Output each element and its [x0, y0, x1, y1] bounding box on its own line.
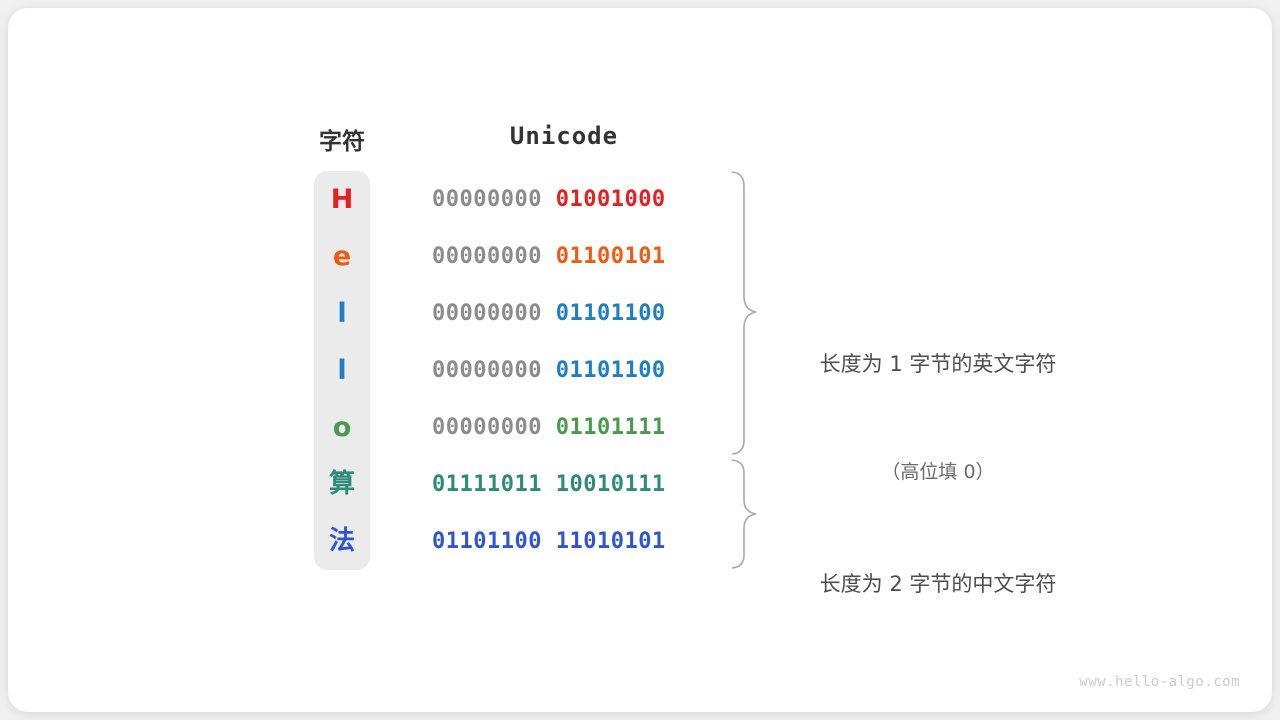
low-byte: 10010111: [555, 472, 666, 497]
watermark: www.hello-algo.com: [1079, 674, 1240, 690]
high-byte: 00000000: [432, 187, 542, 212]
high-byte: 01101100: [432, 529, 542, 554]
byte-separator: [542, 301, 556, 326]
annotation-double-byte: 长度为 2 字节的中文字符: [768, 494, 1108, 674]
brace-path: [731, 171, 757, 455]
column-header-unicode: Unicode: [509, 122, 619, 150]
high-byte: 00000000: [432, 415, 542, 440]
character-column-background: [314, 171, 370, 570]
brace-single-byte-group: [731, 171, 757, 455]
encoding-row: o 00000000 01101111: [8, 399, 1272, 456]
encoding-row: H 00000000 01001000: [8, 171, 1272, 228]
encoding-row: 算 01111011 10010111: [8, 456, 1272, 513]
row-character: e: [332, 241, 352, 272]
encoding-row: 法 01101100 11010101: [8, 513, 1272, 570]
byte-separator: [542, 358, 556, 383]
byte-separator: [542, 415, 556, 440]
row-character: l: [337, 298, 347, 329]
high-byte: 00000000: [432, 358, 542, 383]
row-binary: 00000000 01100101: [432, 228, 696, 285]
row-binary: 01101100 11010101: [432, 513, 696, 570]
high-byte: 00000000: [432, 301, 542, 326]
row-binary: 01111011 10010111: [432, 456, 696, 513]
brace-path: [731, 459, 757, 569]
low-byte: 01100101: [555, 244, 666, 269]
row-character: H: [330, 184, 354, 215]
high-byte: 01111011: [432, 472, 542, 497]
low-byte: 01101111: [555, 415, 666, 440]
byte-separator: [542, 187, 556, 212]
annotation-single-byte: 长度为 1 字节的英文字符 （高位填 0）: [768, 274, 1108, 562]
encoding-row: l 00000000 01101100: [8, 285, 1272, 342]
row-character: 法: [328, 526, 355, 556]
annotation-line-2: （高位填 0）: [881, 461, 995, 483]
byte-separator: [542, 529, 556, 554]
annotation-line-1: 长度为 1 字节的英文字符: [819, 352, 1057, 376]
row-character: l: [337, 355, 347, 386]
row-binary: 00000000 01101100: [432, 342, 696, 399]
row-binary: 00000000 01101111: [432, 399, 696, 456]
brace-double-byte-group: [731, 459, 757, 569]
low-byte: 01101100: [555, 301, 666, 326]
encoding-row: e 00000000 01100101: [8, 228, 1272, 285]
low-byte: 01001000: [555, 187, 666, 212]
low-byte: 01101100: [555, 358, 666, 383]
encoding-row: l 00000000 01101100: [8, 342, 1272, 399]
row-character: o: [332, 412, 352, 443]
annotation-line-1: 长度为 2 字节的中文字符: [819, 572, 1057, 596]
row-binary: 00000000 01101100: [432, 285, 696, 342]
diagram-card: 字符 Unicode H 00000000 01001000 e 00000000 0…: [8, 8, 1272, 712]
byte-separator: [542, 244, 556, 269]
row-binary: 00000000 01001000: [432, 171, 696, 228]
row-character: 算: [328, 469, 355, 499]
high-byte: 00000000: [432, 244, 542, 269]
byte-separator: [542, 472, 556, 497]
column-header-character: 字符: [319, 128, 365, 154]
low-byte: 11010101: [555, 529, 666, 554]
